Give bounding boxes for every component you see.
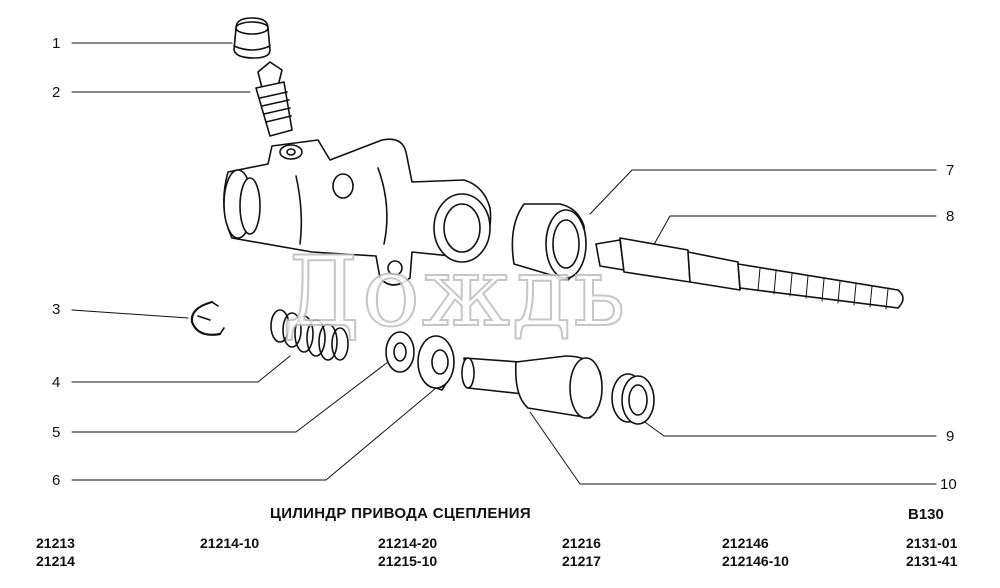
model-column-1: 21213 21214	[36, 534, 75, 570]
callout-3: 3	[52, 301, 61, 318]
pushrod	[595, 237, 904, 310]
model-column-4: 21216 21217	[562, 534, 601, 570]
callout-9: 9	[946, 428, 955, 445]
model-code: 21213	[36, 535, 75, 551]
model-code: 2131-01	[906, 535, 958, 551]
leader-3	[71, 309, 189, 319]
model-code: 21216	[562, 535, 601, 551]
bleeder-valve	[255, 61, 293, 137]
model-column-2: 21214-10	[200, 534, 259, 552]
watermark-text: Дождь	[281, 235, 628, 349]
leader-5	[71, 361, 389, 433]
washer	[385, 331, 415, 373]
spring	[270, 309, 349, 361]
model-code: 2131-41	[906, 553, 958, 569]
model-code: 21214-20	[378, 535, 438, 551]
piston-seal	[417, 335, 455, 391]
model-code: 21214	[36, 553, 75, 569]
callout-1: 1	[52, 35, 61, 52]
model-code: 21217	[562, 553, 601, 569]
leader-lines	[71, 42, 937, 485]
leader-6	[71, 387, 437, 481]
model-column-6: 2131-01 2131-41	[906, 534, 957, 570]
leader-10	[529, 411, 937, 485]
piston	[461, 355, 603, 419]
leader-7	[589, 169, 937, 215]
callout-5: 5	[52, 424, 61, 441]
callout-7: 7	[946, 162, 955, 179]
model-column-3: 21214-20 21215-10	[378, 534, 437, 570]
model-code: 21215-10	[378, 553, 438, 569]
callout-6: 6	[52, 472, 61, 489]
bushing	[511, 203, 587, 281]
leader-8	[651, 215, 937, 249]
callout-10: 10	[940, 476, 957, 493]
leader-4	[71, 355, 291, 383]
diagram-title: ЦИЛИНДР ПРИВОДА СЦЕПЛЕНИЯ	[270, 505, 531, 522]
model-code: 212146	[722, 535, 769, 551]
callout-2: 2	[52, 84, 61, 101]
callout-8: 8	[946, 208, 955, 225]
retaining-clip	[190, 300, 225, 336]
callout-4: 4	[52, 374, 61, 391]
page-code: В130	[908, 506, 944, 523]
leader-9	[641, 419, 937, 437]
model-column-5: 212146 212146-10	[722, 534, 789, 570]
dust-cap	[233, 17, 271, 59]
model-code: 21214-10	[200, 535, 260, 551]
cylinder-body	[223, 138, 492, 286]
cup-seal	[611, 373, 655, 425]
model-code: 212146-10	[722, 553, 789, 569]
